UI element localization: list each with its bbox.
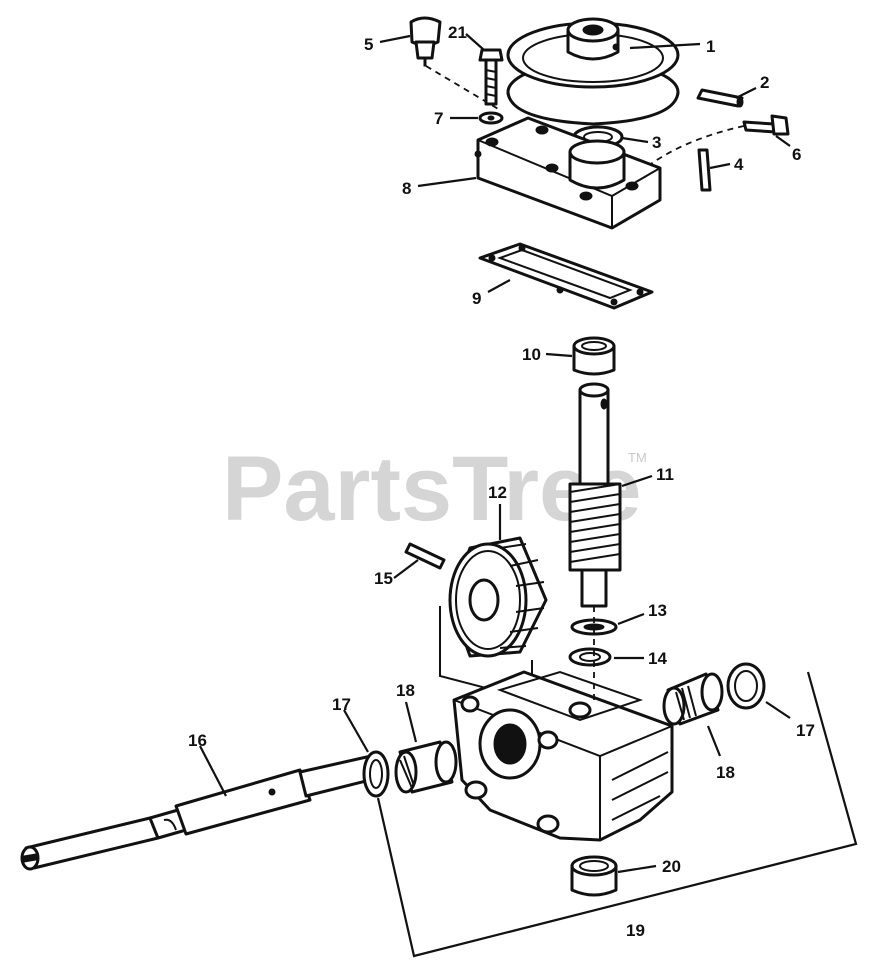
callout-17-left[interactable]: 17 [332,695,351,714]
part-19-gear-case[interactable] [452,606,674,842]
callout-7[interactable]: 7 [434,109,443,128]
part-15-key[interactable] [404,542,446,570]
callout-17-right[interactable]: 17 [796,721,815,740]
part-20-bearing[interactable] [570,855,618,897]
callout-9[interactable]: 9 [472,289,481,308]
part-18-bearing-right[interactable] [662,672,724,726]
callout-16[interactable]: 16 [188,731,207,750]
callout-12[interactable]: 12 [488,483,507,502]
part-5-vent-plug[interactable] [409,16,501,111]
callout-3[interactable]: 3 [652,133,661,152]
callout-10[interactable]: 10 [522,345,541,364]
callout-8[interactable]: 8 [402,179,411,198]
part-1-pulley[interactable] [506,17,680,126]
part-14-washer[interactable] [568,647,612,667]
callout-13[interactable]: 13 [648,601,667,620]
callout-15[interactable]: 15 [374,569,393,588]
callout-14[interactable]: 14 [648,649,667,668]
assembly-19-bracket [376,671,858,958]
part-2-pin[interactable] [696,88,744,108]
part-17-seal-left[interactable] [362,750,390,798]
callout-5[interactable]: 5 [364,35,373,54]
part-16-axle[interactable] [20,752,388,871]
callout-18-right[interactable]: 18 [716,763,735,782]
part-8-cover[interactable] [474,116,662,230]
callout-11[interactable]: 11 [656,465,674,484]
callout-6[interactable]: 6 [792,145,801,164]
part-17-seal-right[interactable] [726,662,766,710]
part-12-worm-gear[interactable] [448,536,548,658]
callout-21[interactable]: 21 [448,23,467,42]
callout-1[interactable]: 1 [706,37,715,56]
part-10-bearing[interactable] [572,336,616,376]
callout-19[interactable]: 19 [626,921,645,940]
part-7-washer[interactable] [478,111,504,125]
part-21-bolt[interactable] [478,48,504,106]
callout-labels: 1 2 3 4 5 6 7 8 9 10 11 12 13 14 15 16 1… [188,23,815,940]
part-18-bearing-left[interactable] [394,740,458,794]
part-6-bolt[interactable] [639,114,790,173]
watermark-trademark: TM [628,450,647,465]
callout-4[interactable]: 4 [734,155,744,174]
leader-lines [199,33,791,874]
part-11-worm-shaft[interactable] [568,382,622,608]
part-4-roll-pin[interactable] [697,148,712,192]
part-9-gasket[interactable] [478,242,654,310]
callout-18-left[interactable]: 18 [396,681,415,700]
callout-2[interactable]: 2 [760,73,769,92]
callout-20[interactable]: 20 [662,857,681,876]
